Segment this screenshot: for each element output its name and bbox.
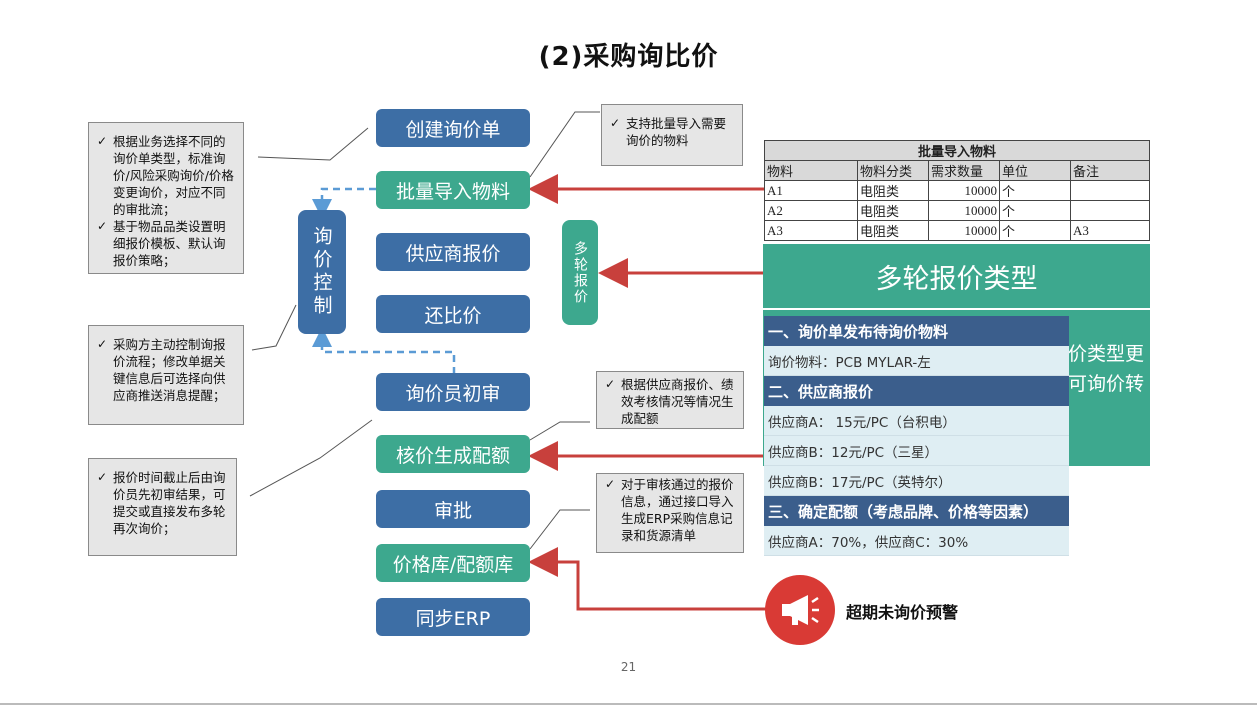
step-create-inquiry[interactable]: 创建询价单 <box>376 109 530 147</box>
alert-label: 超期未询价预警 <box>846 603 959 622</box>
step-first-review[interactable]: 询价员初审 <box>376 373 530 411</box>
step-quota[interactable]: 核价生成配额 <box>376 435 530 473</box>
import-table-wrap: 批量导入物料 物料 物料分类 需求数量 单位 备注 A1 电阻类 10000 个… <box>764 140 1150 241</box>
page-number: 21 <box>620 660 637 674</box>
table-cell: A1 <box>764 180 858 201</box>
note-left-3-item: 报价时间截止后由询价员先初审结果，可提交或直接发布多轮再次询价； <box>97 469 228 537</box>
note-right-3-item: 对于审核通过的报价信息，通过接口导入生成ERP采购信息记录和货源清单 <box>605 476 735 544</box>
table-cell: 个 <box>999 180 1071 201</box>
detail-quote-1: 供应商A： 15元/PC（台积电） <box>764 406 1069 436</box>
step-batch-import[interactable]: 批量导入物料 <box>376 171 530 209</box>
detail-header-3: 三、确定配额（考虑品牌、价格等因素） <box>764 496 1069 526</box>
step-counter-offer[interactable]: 还比价 <box>376 295 530 333</box>
leader-line-left1 <box>257 127 369 161</box>
leader-line-left3 <box>249 419 373 497</box>
table-cell: A3 <box>764 220 858 241</box>
megaphone-icon[interactable] <box>765 575 835 645</box>
step-approve-label: 审批 <box>433 499 472 522</box>
leader-line-right3 <box>529 509 590 550</box>
table-row: A1 电阻类 10000 个 <box>764 180 1150 201</box>
table-cell <box>1070 180 1150 201</box>
detail-quote-2: 供应商B：12元/PC（三星） <box>764 436 1069 466</box>
note-right-3: 对于审核通过的报价信息，通过接口导入生成ERP采购信息记录和货源清单 <box>596 473 744 553</box>
step-price-library-label: 价格库/配额库 <box>392 553 514 576</box>
import-table-header: 单位 <box>999 160 1071 181</box>
table-cell: 10000 <box>928 220 1000 241</box>
multi-round-label: 多轮报价 <box>572 240 588 305</box>
step-price-library[interactable]: 价格库/配额库 <box>376 544 530 582</box>
import-table: 批量导入物料 物料 物料分类 需求数量 单位 备注 A1 电阻类 10000 个… <box>764 140 1150 241</box>
megaphone-icon-glyph <box>782 595 819 625</box>
page-title: (2)采购询比价 <box>538 42 719 72</box>
multi-round-panel-text-2: 可询价转 <box>1068 373 1145 395</box>
multi-round-panel-text-1: 价类型更 <box>1068 343 1145 365</box>
table-cell: 电阻类 <box>857 200 929 221</box>
step-counter-offer-label: 还比价 <box>424 304 482 327</box>
detail-quote-3: 供应商B：17元/PC（英特尔） <box>764 466 1069 496</box>
note-right-2: 根据供应商报价、绩效考核情况等情况生成配额 <box>596 371 744 429</box>
note-left-2: 采购方主动控制询报价流程；修改单据关键信息后可选择向供应商推送消息提醒； <box>88 325 244 425</box>
multi-round-box[interactable]: 多轮报价 <box>562 220 598 325</box>
multi-round-panel-text: 价类型更 可询价转 <box>1068 339 1148 399</box>
dash-line-top <box>312 187 376 219</box>
note-right-1: 支持批量导入需要询价的物料 <box>601 104 743 166</box>
step-approve[interactable]: 审批 <box>376 490 530 528</box>
step-first-review-label: 询价员初审 <box>405 382 501 405</box>
red-arrow-alert <box>528 547 768 611</box>
step-quota-label: 核价生成配额 <box>395 444 510 467</box>
step-sync-erp[interactable]: 同步ERP <box>376 598 530 636</box>
table-cell: A3 <box>1070 220 1150 241</box>
leader-line-left2 <box>251 304 297 351</box>
import-table-header: 物料分类 <box>857 160 929 181</box>
note-left-1-item: 基于物品品类设置明细报价模板、默认询报价策略； <box>97 218 235 269</box>
detail-result: 供应商A：70%，供应商C：30% <box>764 526 1069 556</box>
table-cell: 电阻类 <box>857 220 929 241</box>
detail-material: 询价物料：PCB MYLAR-左 <box>764 346 1069 376</box>
step-supplier-quote[interactable]: 供应商报价 <box>376 233 530 271</box>
inquiry-control-box[interactable]: 询价控制 <box>298 210 346 334</box>
import-table-header: 物料 <box>764 160 858 181</box>
inquiry-control-label: 询价控制 <box>310 226 333 318</box>
table-cell <box>1070 200 1150 221</box>
multi-round-panel-title: 多轮报价类型 <box>763 244 1150 310</box>
detail-header-1: 一、询价单发布待询价物料 <box>764 316 1069 346</box>
leader-line-right2 <box>529 421 590 441</box>
table-row: A3 电阻类 10000 个 A3 <box>764 220 1150 241</box>
bottom-divider <box>0 703 1257 705</box>
table-cell: 电阻类 <box>857 180 929 201</box>
note-left-1: 根据业务选择不同的询价单类型，标准询价/风险采购询价/价格变更询价，对应不同的审… <box>88 122 244 274</box>
step-create-inquiry-label: 创建询价单 <box>405 118 501 141</box>
table-row: A2 电阻类 10000 个 <box>764 200 1150 221</box>
table-cell: A2 <box>764 200 858 221</box>
note-right-2-item: 根据供应商报价、绩效考核情况等情况生成配额 <box>605 376 735 427</box>
step-sync-erp-label: 同步ERP <box>415 607 491 630</box>
table-cell: 10000 <box>928 180 1000 201</box>
import-table-header: 备注 <box>1070 160 1150 181</box>
import-table-header: 需求数量 <box>928 160 1000 181</box>
detail-header-2: 二、供应商报价 <box>764 376 1069 406</box>
note-left-3: 报价时间截止后由询价员先初审结果，可提交或直接发布多轮再次询价； <box>88 458 237 556</box>
note-left-1-item: 根据业务选择不同的询价单类型，标准询价/风险采购询价/价格变更询价，对应不同的审… <box>97 133 235 218</box>
step-supplier-quote-label: 供应商报价 <box>405 242 501 265</box>
step-batch-import-label: 批量导入物料 <box>395 180 510 203</box>
leader-line-right1 <box>529 111 600 178</box>
table-cell: 10000 <box>928 200 1000 221</box>
table-cell: 个 <box>999 220 1071 241</box>
import-table-caption: 批量导入物料 <box>764 140 1150 161</box>
note-right-1-item: 支持批量导入需要询价的物料 <box>610 115 734 149</box>
table-cell: 个 <box>999 200 1071 221</box>
dash-line-bottom <box>312 327 456 374</box>
note-left-2-item: 采购方主动控制询报价流程；修改单据关键信息后可选择向供应商推送消息提醒； <box>97 336 235 404</box>
